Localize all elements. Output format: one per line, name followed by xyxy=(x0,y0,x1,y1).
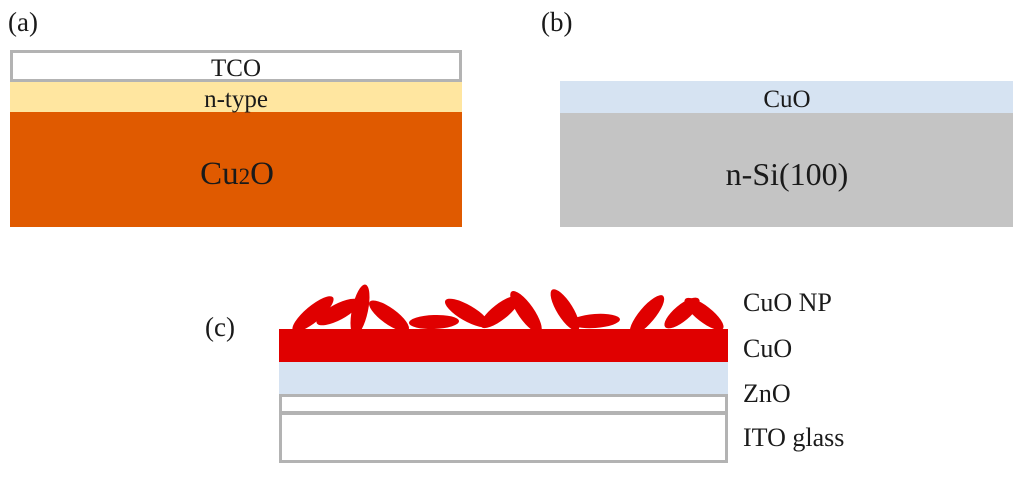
cuo-np-label: CuO NP xyxy=(743,288,832,317)
nanoparticle xyxy=(409,314,459,330)
panel-c: (c) CuO NP CuO ZnO ITO glass xyxy=(205,284,844,463)
cuo-film-label: CuO xyxy=(743,334,792,363)
panel-c-label: (c) xyxy=(205,312,235,342)
tco-layer xyxy=(10,50,462,82)
panel-a: (a) TCO n-type Cu2O xyxy=(8,7,462,227)
nanoparticle xyxy=(292,296,334,332)
cuo-top-layer xyxy=(560,81,1013,113)
si-substrate-label: n-Si(100) xyxy=(726,156,849,192)
cuo-film-layer xyxy=(279,329,728,362)
nanoparticle xyxy=(570,313,620,329)
cuo-nanoparticles xyxy=(292,284,724,336)
cuo-top-label: CuO xyxy=(763,86,810,113)
nanoparticle xyxy=(510,291,542,333)
panel-a-label: (a) xyxy=(8,7,38,37)
ito-layer xyxy=(279,394,728,414)
nanoparticle xyxy=(350,284,370,336)
glass-layer xyxy=(279,412,728,463)
n-type-layer xyxy=(10,81,462,112)
ito-glass-label: ITO glass xyxy=(743,423,844,452)
nanoparticle xyxy=(444,298,490,328)
cu2o-label: Cu2O xyxy=(200,156,274,192)
nanoparticle xyxy=(629,295,665,335)
nanoparticle xyxy=(684,297,724,331)
nanoparticle xyxy=(480,295,520,329)
tco-label: TCO xyxy=(211,55,261,82)
si-substrate-layer xyxy=(560,113,1013,227)
panel-b-label: (b) xyxy=(541,7,572,37)
panel-b: (b) CuO n-Si(100) xyxy=(541,7,1013,227)
zno-layer xyxy=(279,362,728,394)
nanoparticle xyxy=(316,298,360,326)
nanoparticle xyxy=(369,300,409,332)
n-type-label: n-type xyxy=(204,86,268,113)
zno-label: ZnO xyxy=(743,379,791,408)
cu2o-layer xyxy=(10,112,462,227)
